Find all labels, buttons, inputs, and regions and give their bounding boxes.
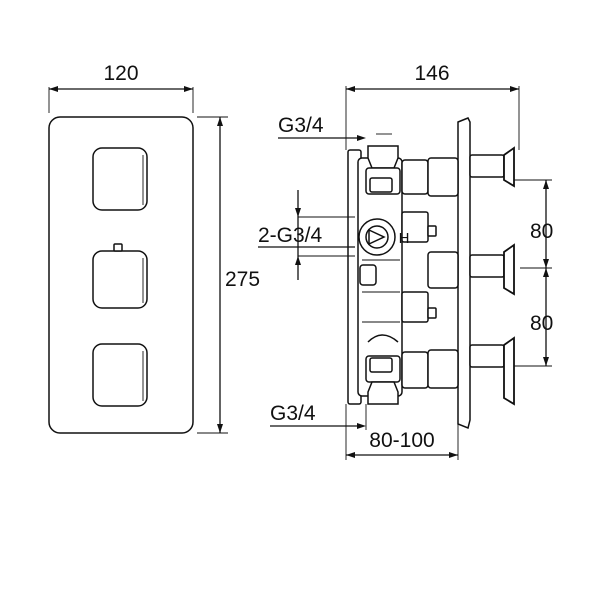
front-knob-top [92,147,148,211]
inlet-middle: H [358,218,410,256]
side-view: 146 [258,62,553,460]
inlet-top-callout: G3/4 [278,114,366,141]
spindle-top [401,146,515,197]
front-view: 120 275 [48,62,260,434]
depth-label: 146 [414,62,449,85]
inlet-middle-label: 2-G3/4 [258,224,323,247]
wall-depth-label: 80-100 [369,429,434,452]
inlet-top [365,133,401,195]
spindle-bottom [401,336,515,406]
width-label: 120 [103,62,138,85]
spindle-middle [427,243,515,296]
inlet-middle-callout: 2-G3/4 [258,190,355,280]
depth-dimension: 146 [345,62,520,150]
front-knob-bottom [92,343,148,407]
width-dimension: 120 [48,62,194,113]
inlet-top-label: G3/4 [278,114,324,137]
wall-depth-dimension: 80-100 [345,404,459,460]
spacing-top-label: 80 [530,220,553,243]
spacing-bottom-label: 80 [530,312,553,335]
wall-plate [457,117,471,430]
front-knob-middle [92,243,148,309]
spacing-dimension: 80 80 [514,179,553,367]
inlet-bottom-callout: G3/4 [270,402,367,430]
height-dimension: 275 [197,116,260,434]
inlet-bottom [365,334,401,405]
inlet-bottom-label: G3/4 [270,402,316,425]
height-label: 275 [225,268,260,291]
hot-mark: H [399,230,410,247]
